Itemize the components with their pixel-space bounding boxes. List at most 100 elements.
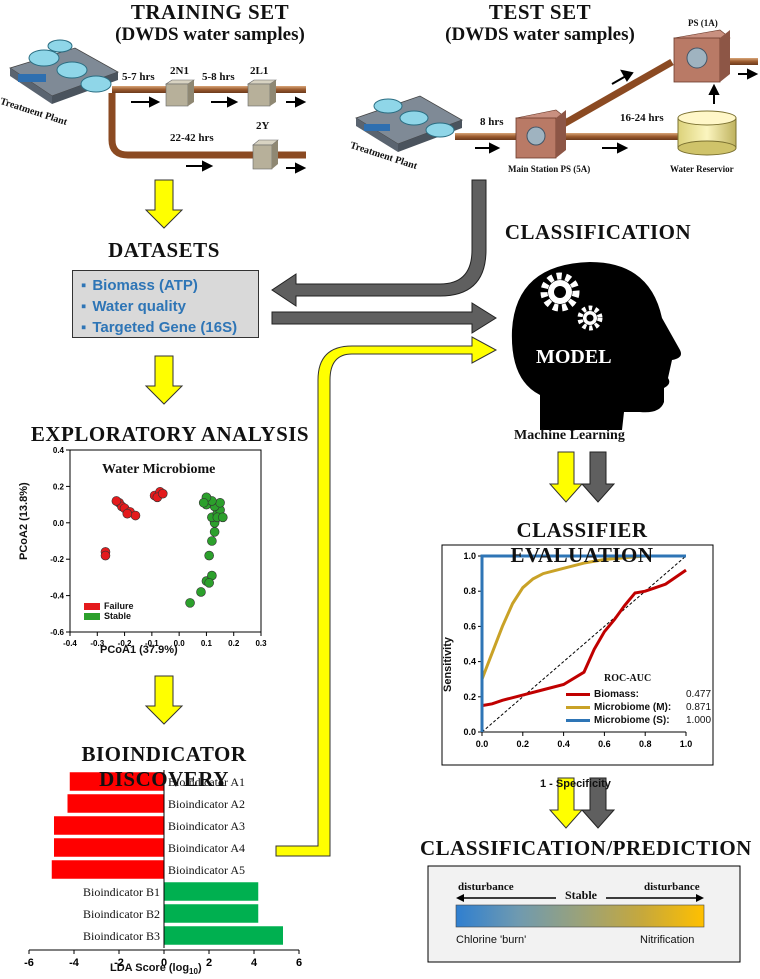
scatter-point [218,512,228,523]
lda-x-tick-label: 6 [296,957,302,969]
datasets-box: Biomass (ATP) Water quality Targeted Gen… [72,270,259,338]
pcoa-ylabel: PCoA2 (13.8%) [18,482,30,560]
training-node-2l1-label: 2L1 [250,65,269,77]
y-tick-label: 0.0 [53,519,65,528]
roc-curve [480,554,686,732]
lda-bars [51,771,284,946]
legend-swatch-failure [84,603,100,611]
prediction-left-bottom: Chlorine 'burn' [456,934,527,946]
prediction-right-top: disturbance [644,881,700,893]
scatter-point [100,550,111,561]
ps1-building [673,29,731,83]
arrows-evaluation-to-prediction [548,777,616,829]
roc-xlabel: 1 - Specificity [540,778,611,790]
training-time-1: 5-7 hrs [122,71,155,83]
dataset-item: Water quality [81,296,250,317]
x-tick-label: 0.2 [228,639,240,648]
roc-y-tick-label: 0.8 [463,586,476,596]
lda-bar-label: Bioindicator A2 [168,797,245,811]
training-time-2: 5-8 hrs [202,71,235,83]
legend-microbiome-m-name: Microbiome (M): [594,702,672,713]
water-reservoir-tank [677,110,737,156]
prediction-title: CLASSIFICATION/PREDICTION [420,836,752,860]
roc-x-tick-label: 1.0 [680,739,693,749]
roc-x-tick-label: 0.2 [517,739,530,749]
prediction-colorbar [455,904,705,928]
legend-microbiome-s-auc: 1.000 [686,715,712,726]
test-flow-arrows [475,68,759,154]
lda-bar [163,881,259,902]
bioindicator-title: BIOINDICATOR DISCOVERY [81,742,247,791]
lda-x-tick-label: 4 [251,957,258,969]
y-tick-label: 0.4 [53,446,65,455]
legend-microbiome-m-auc: 0.871 [686,702,712,713]
training-node-2y-label: 2Y [256,120,270,132]
legend-biomass-name: Biomass: [594,689,640,700]
roc-x-tick-label: 0.6 [598,739,611,749]
lda-x-tick-label: 0 [161,957,167,969]
yellow-arrow-pcoa-to-bioindicator [144,675,184,725]
gray-arrow-test-to-datasets [271,179,487,307]
training-subtitle: (DWDS water samples) [115,24,305,45]
pcoa-plot-frame [69,449,262,633]
dataset-item: Targeted Gene (16S) [81,317,250,338]
roc-x-tick-label: 0.8 [639,739,652,749]
legend-biomass-auc: 0.477 [686,689,712,700]
lda-bar [51,859,165,880]
legend-swatch-microbiome-m [566,705,590,709]
lda-bar [67,793,165,814]
main-station-building [515,109,567,159]
machine-learning-label: Machine Learning [514,428,625,443]
training-node-2n1-label: 2N1 [170,65,189,77]
reservoir-label: Water Reservior [670,164,734,174]
roc-y-tick-label: 0.2 [463,692,476,702]
y-tick-label: -0.2 [50,555,64,564]
evaluation-title: CLASSIFIER EVALUATION [510,518,654,567]
lda-bar-label: Bioindicator A3 [168,819,245,833]
lda-bar-label: Bioindicator A4 [168,841,245,855]
gear-icon [540,272,580,312]
scatter-point [157,488,168,499]
scatter-point [122,508,133,519]
scatter-point [207,536,217,546]
y-tick-label: 0.2 [53,482,65,491]
training-node-2n1 [165,79,195,107]
scatter-point [111,496,122,506]
roc-y-tick-label: 1.0 [463,551,476,561]
yellow-arrow-bioindicator-to-model [275,336,498,857]
lda-bar [53,837,165,858]
legend-swatch-biomass [566,692,590,696]
lda-bar [53,815,165,836]
test-time-1: 8 hrs [480,116,504,128]
roc-x-tick-label: 0.0 [476,739,489,749]
test-treatment-plant [355,95,463,152]
training-pipes [108,86,306,159]
training-node-2y [252,139,279,170]
x-tick-label: -0.2 [118,639,132,648]
yellow-arrow-datasets-to-exploratory [144,355,184,405]
ps1-label: PS (1A) [688,18,718,28]
x-tick-label: 0.3 [255,639,267,648]
lda-x-tick-label: 2 [206,957,212,969]
gray-arrow-datasets-to-model [271,302,497,334]
lda-xlabel: LDA Score (log10) [110,962,202,977]
test-title: TEST SET [488,0,592,24]
scatter-point [204,578,214,588]
training-treatment-plant [9,39,119,104]
dataset-item: Biomass (ATP) [81,275,250,296]
pcoa-xlabel: PCoA1 (37.9%) [100,644,178,656]
legend-microbiome-s-name: Microbiome (S): [594,715,670,726]
scatter-point [198,497,209,508]
roc-x-tick-label: 0.4 [557,739,570,749]
roc-y-tick-label: 0.4 [463,657,476,667]
lda-bar-label: Bioindicator A1 [168,775,245,789]
x-tick-label: -0.1 [145,639,159,648]
yellow-arrow-training-to-datasets [144,179,184,229]
exploratory-title: EXPLORATORY ANALYSIS [30,422,310,446]
test-pipes [455,58,758,140]
legend-failure-label: Failure [104,601,134,611]
test-subtitle: (DWDS water samples) [445,24,635,45]
pcoa-chart-title: Water Microbiome [102,462,216,477]
